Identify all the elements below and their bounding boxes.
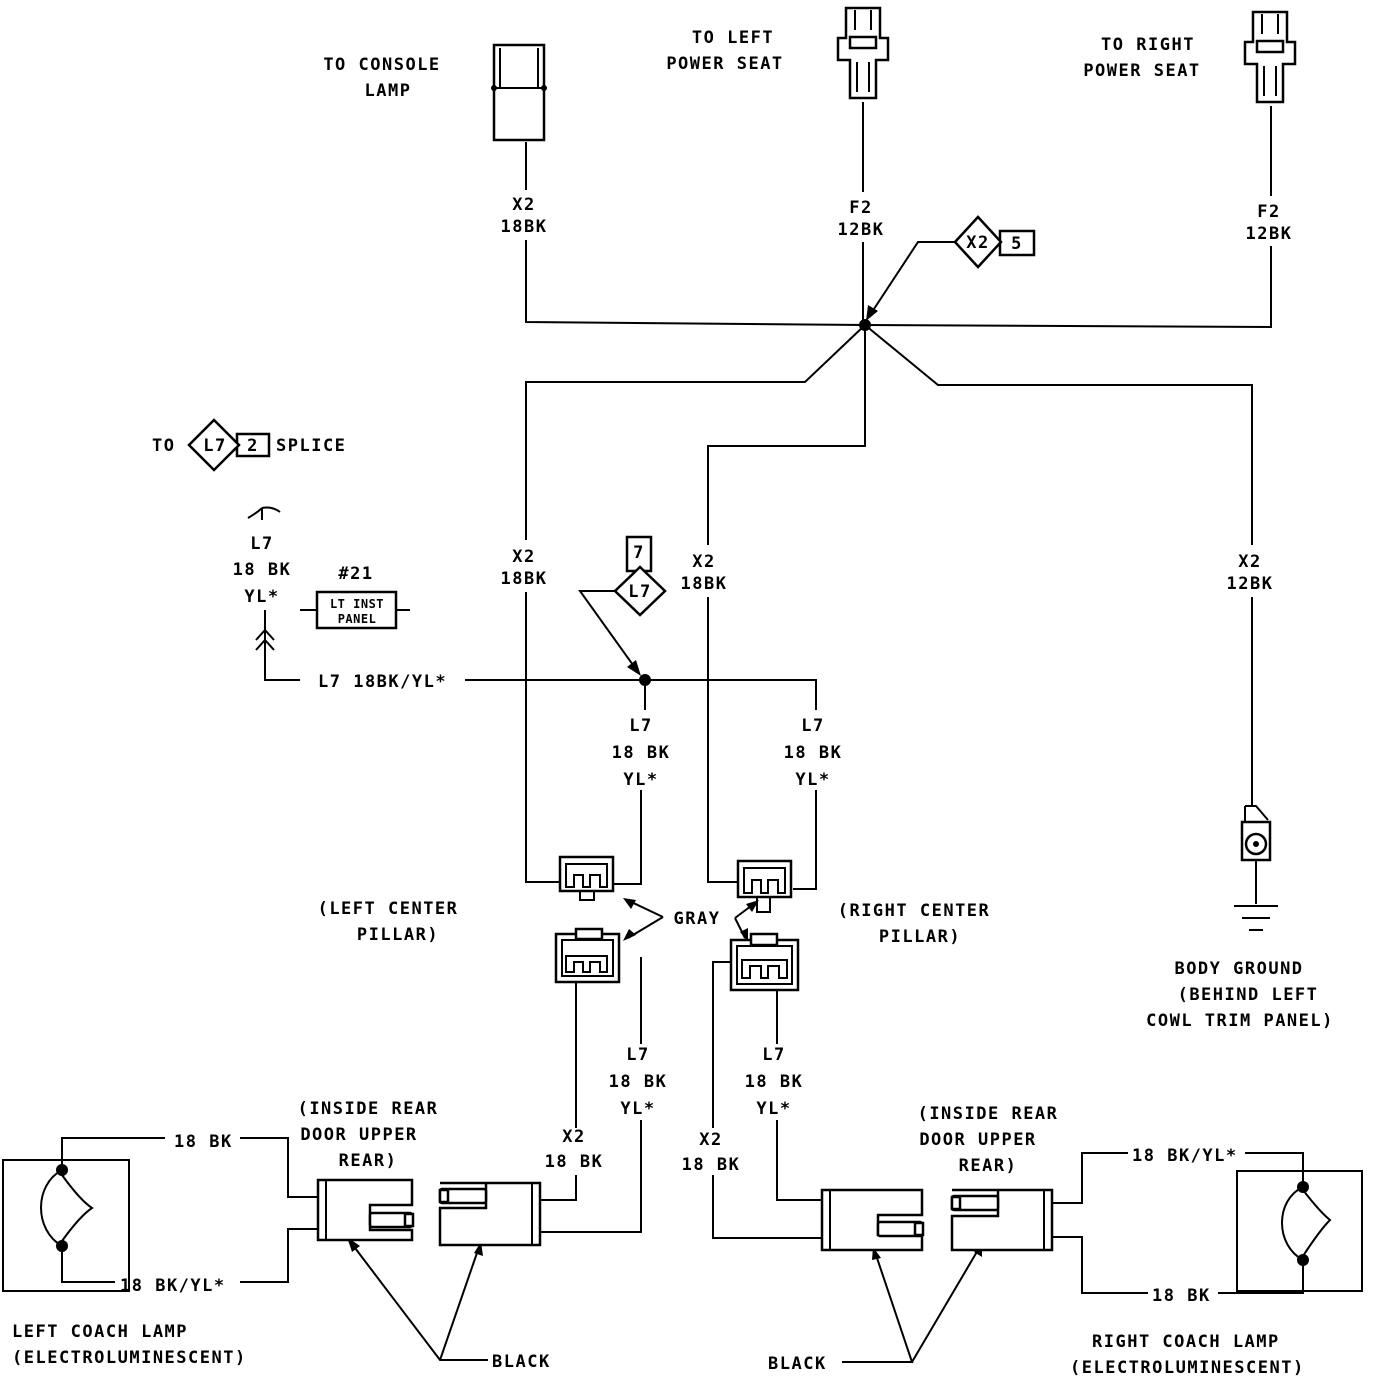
wire-lower-right-x2 (712, 961, 822, 1239)
to-l7-splice-suffix: SPLICE (276, 436, 346, 456)
x2-splice-num: 5 (1011, 234, 1023, 254)
gray-arrowhead-1 (623, 898, 636, 909)
to-l7-splice-num: 2 (247, 436, 259, 456)
right-coach-lamp-symbol (1236, 1170, 1363, 1292)
wire-lower-left-l7 (540, 957, 642, 1233)
gray-arrowhead-4 (740, 928, 748, 942)
right-lamp-bottom-wire-label: 18 BK (1152, 1286, 1211, 1306)
in-line-connector-symbol (255, 628, 275, 651)
gray-leader (626, 899, 756, 939)
fuse-symbol (247, 506, 281, 520)
wire-lower-left-x2 (540, 962, 577, 1201)
to-l7-splice-symbol (187, 418, 271, 472)
l7-splice-num: 7 (633, 543, 645, 563)
x2-splice-symbol (953, 215, 1036, 269)
wire-left-lamp-bottom (61, 1228, 318, 1283)
l7-splice-arrowhead (627, 660, 641, 676)
wires (61, 102, 1304, 1363)
gray-label: GRAY (674, 909, 721, 929)
left-coach-lamp-symbol (2, 1159, 130, 1292)
wire-console (525, 142, 866, 326)
wire-ground (864, 324, 1253, 806)
wire-lower-right-l7 (776, 990, 822, 1201)
left-lamp-bottom-wire-label: 18 BK/YL* (120, 1276, 226, 1296)
right-coach-lamp-label: RIGHT COACH LAMP(ELECTROLUMINESCENT) (1070, 1332, 1305, 1376)
wire-right-seat (864, 106, 1272, 329)
left-power-seat-connector (836, 6, 890, 100)
wire-l7-right-branch (645, 679, 817, 890)
right-rear-door-connector-male (950, 1188, 1054, 1252)
left-lamp-top-wire-label: 18 BK (174, 1132, 233, 1152)
black-right-leader (842, 1249, 979, 1363)
l7-splice-code: L7 (628, 582, 651, 602)
black-left-leader (351, 1243, 488, 1361)
wire-right-lamp-top (1052, 1152, 1304, 1204)
wire-right-pillar-x2 (707, 325, 866, 883)
wire-l7-feed (264, 610, 645, 681)
gray-arrowhead-3 (746, 900, 759, 912)
console-lamp-connector (491, 43, 547, 142)
right-power-seat-connector (1243, 10, 1297, 104)
right-rear-door-connector-female (820, 1188, 925, 1252)
main-splice-dot (859, 319, 871, 331)
wire-left-pillar-x2 (525, 324, 866, 883)
fuse-ref-label: #21 (338, 564, 373, 584)
l7-splice-symbol (613, 535, 667, 617)
fuse-box-lt-inst-panel (300, 590, 410, 630)
to-l7-splice-code: L7 (203, 436, 226, 456)
left-pillar-upper-connector (558, 855, 615, 901)
to-l7-splice-prefix: TO (152, 436, 175, 456)
black-left-label: BLACK (492, 1352, 551, 1372)
body-ground-symbol (1234, 805, 1278, 931)
black-right-label: BLACK (768, 1354, 827, 1374)
left-coach-lamp-label: LEFT COACH LAMP(ELECTROLUMINESCENT) (12, 1322, 247, 1368)
right-lamp-top-wire-label: 18 BK/YL* (1132, 1146, 1238, 1166)
gray-arrowhead-2 (623, 929, 636, 941)
left-rear-door-connector-female (316, 1178, 415, 1242)
right-pillar-lower-connector (729, 932, 800, 992)
right-pillar-upper-connector (736, 859, 793, 913)
x2-splice-arrowhead (866, 305, 878, 321)
l7-splice-dot (639, 674, 651, 686)
x2-splice-code: X2 (966, 233, 989, 253)
left-pillar-lower-connector (554, 927, 621, 984)
l7-horizontal-wire-label: L7 18BK/YL* (318, 672, 447, 692)
left-rear-door-connector-male (438, 1181, 542, 1247)
l7-splice-leader (578, 590, 639, 673)
x2-splice-leader (869, 241, 957, 316)
wire-right-lamp-bottom (1052, 1236, 1304, 1294)
